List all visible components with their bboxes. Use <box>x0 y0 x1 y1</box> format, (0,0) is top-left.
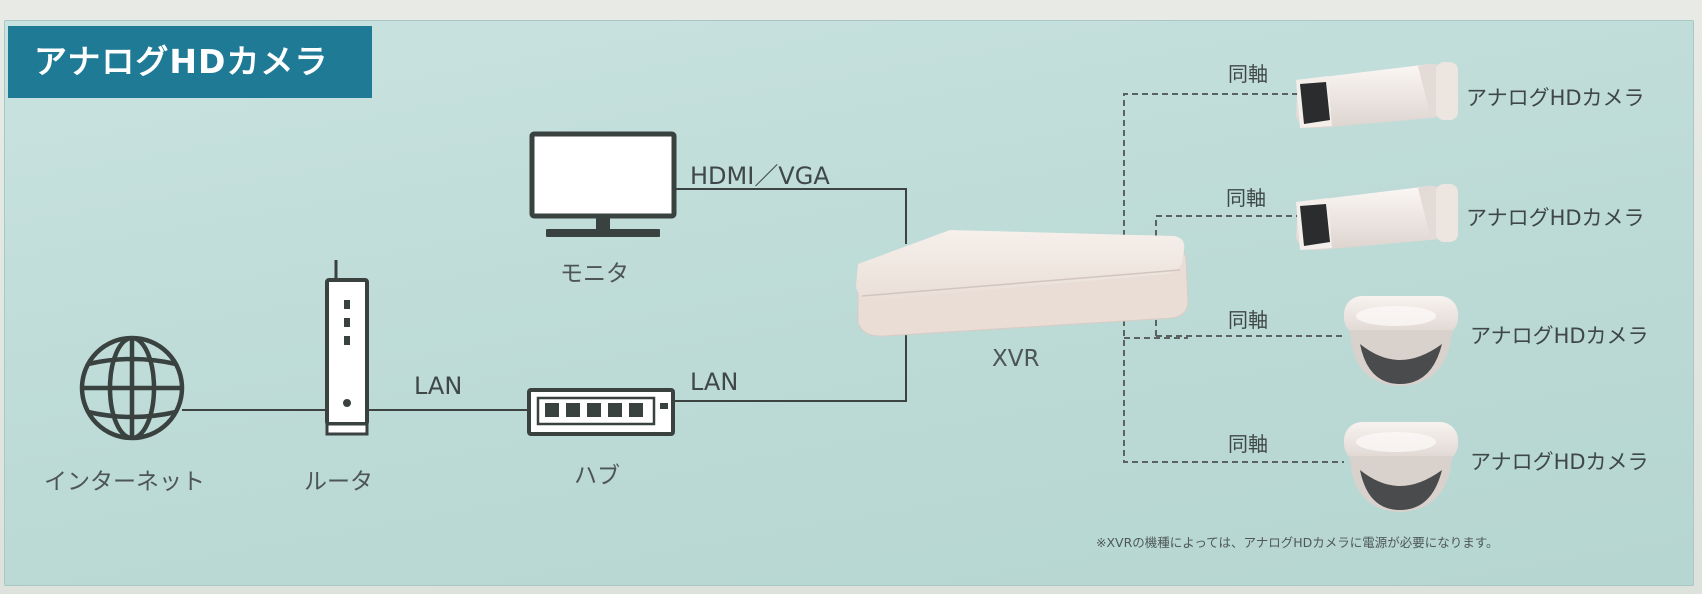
dome-camera-icon <box>1344 296 1458 386</box>
coax-line-trunk <box>1123 93 1344 463</box>
camera-label: アナログHDカメラ <box>1470 324 1649 348</box>
internet-label: インターネット <box>44 469 205 495</box>
bullet-camera-icon <box>1296 62 1458 129</box>
dome-camera-icon <box>1344 422 1458 512</box>
xvr-icon <box>856 230 1189 337</box>
bullet-camera-icon <box>1296 184 1458 251</box>
lan-label-router-hub: LAN <box>414 372 463 400</box>
lan-label-hub-xvr: LAN <box>690 368 739 396</box>
diagram-title: アナログHDカメラ <box>8 26 372 98</box>
hdmi-vga-label: HDMI／VGA <box>690 162 830 190</box>
camera-label: アナログHDカメラ <box>1466 86 1645 110</box>
coax-label: 同軸 <box>1228 308 1268 332</box>
monitor-icon <box>529 131 677 237</box>
monitor-label: モニタ <box>560 261 629 287</box>
router-icon <box>325 260 369 436</box>
hub-icon <box>527 388 675 436</box>
router-label: ルータ <box>304 469 373 495</box>
coax-label: 同軸 <box>1228 432 1268 456</box>
xvr-label: XVR <box>992 346 1040 372</box>
connection-lines <box>182 188 907 411</box>
coax-label: 同軸 <box>1226 186 1266 210</box>
coax-label: 同軸 <box>1228 62 1268 86</box>
hub-label: ハブ <box>574 463 620 489</box>
footnote: ※XVRの機種によっては、アナログHDカメラに電源が必要になります。 <box>1096 535 1499 550</box>
line-monitor-xvr <box>676 188 907 244</box>
camera-label: アナログHDカメラ <box>1470 450 1649 474</box>
globe-icon <box>79 335 185 441</box>
camera-label: アナログHDカメラ <box>1466 206 1645 230</box>
line-hub-xvr <box>672 320 907 402</box>
